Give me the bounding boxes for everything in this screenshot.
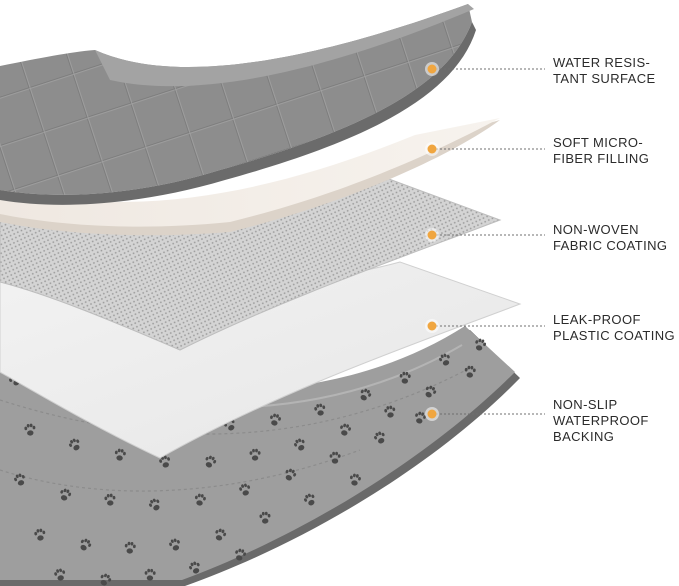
paw-print-icon [194, 493, 206, 506]
paw-print-icon [439, 353, 450, 366]
paw-print-icon [60, 488, 72, 501]
paw-print-icon [235, 548, 247, 561]
label-line: WATER RESIS- [553, 55, 651, 70]
paw-print-icon [169, 538, 180, 551]
surface-layer [0, 4, 476, 205]
label-line: FABRIC COATING [553, 238, 668, 253]
microfiber-layer [0, 118, 500, 236]
label-line: LEAK-PROOF [553, 312, 641, 327]
paw-print-icon [329, 451, 341, 464]
label-soft-microfiber-filling: SOFT MICRO-FIBER FILLING [553, 135, 649, 167]
paw-print-icon [349, 473, 361, 486]
label-line: SOFT MICRO- [553, 135, 644, 150]
callout-dot-soft-microfiber-filling [427, 144, 437, 154]
paw-print-icon [464, 365, 476, 378]
paw-print-icon [205, 455, 217, 468]
paw-print-icon [34, 528, 46, 541]
paw-print-icon [24, 423, 36, 436]
paw-print-icon [270, 413, 281, 426]
callout-dot-non-woven-fabric-coating [427, 230, 437, 240]
paw-print-icon [259, 511, 271, 524]
label-line: BACKING [553, 429, 615, 444]
paw-print-icon [249, 448, 261, 461]
paw-print-icon [475, 338, 487, 351]
label-line: WATERPROOF [553, 413, 649, 428]
paw-print-icon [100, 573, 112, 586]
paw-print-icon [360, 388, 372, 401]
paw-print-icon [374, 431, 385, 444]
paw-print-icon [415, 411, 426, 424]
label-line: NON-SLIP [553, 397, 618, 412]
paw-print-icon [314, 403, 326, 416]
paw-print-icon [124, 541, 136, 554]
paw-print-icon [54, 568, 66, 581]
paw-print-icon [425, 385, 437, 398]
label-line: PLASTIC COATING [553, 328, 676, 343]
label-line: FIBER FILLING [553, 151, 650, 166]
callout-dot-non-slip-waterproof-backing [427, 409, 437, 419]
paw-print-icon [384, 405, 396, 418]
callout-dot-leak-proof-plastic-coating [427, 321, 437, 331]
paw-print-icon [114, 448, 126, 461]
paw-print-icon [304, 493, 315, 506]
paw-print-icon [399, 371, 411, 384]
label-water-resistant-surface: WATER RESIS-TANT SURFACE [553, 55, 656, 87]
paw-print-icon [340, 423, 351, 436]
paw-print-icon [104, 493, 116, 506]
label-line: NON-WOVEN [553, 222, 639, 237]
paw-print-icon [189, 561, 200, 574]
leader-lines [425, 62, 545, 421]
paw-print-icon [80, 538, 92, 551]
paw-print-icon [239, 483, 251, 496]
paw-print-icon [149, 498, 160, 511]
callout-dot-water-resistant-surface [427, 64, 437, 74]
label-line: TANT SURFACE [553, 71, 656, 86]
paw-print-icon [215, 528, 227, 541]
paw-print-icon [294, 438, 305, 451]
paw-print-icon [144, 568, 156, 581]
paw-print-icon [69, 438, 80, 451]
paw-print-icon [285, 468, 297, 481]
paw-print-icon [14, 473, 25, 486]
